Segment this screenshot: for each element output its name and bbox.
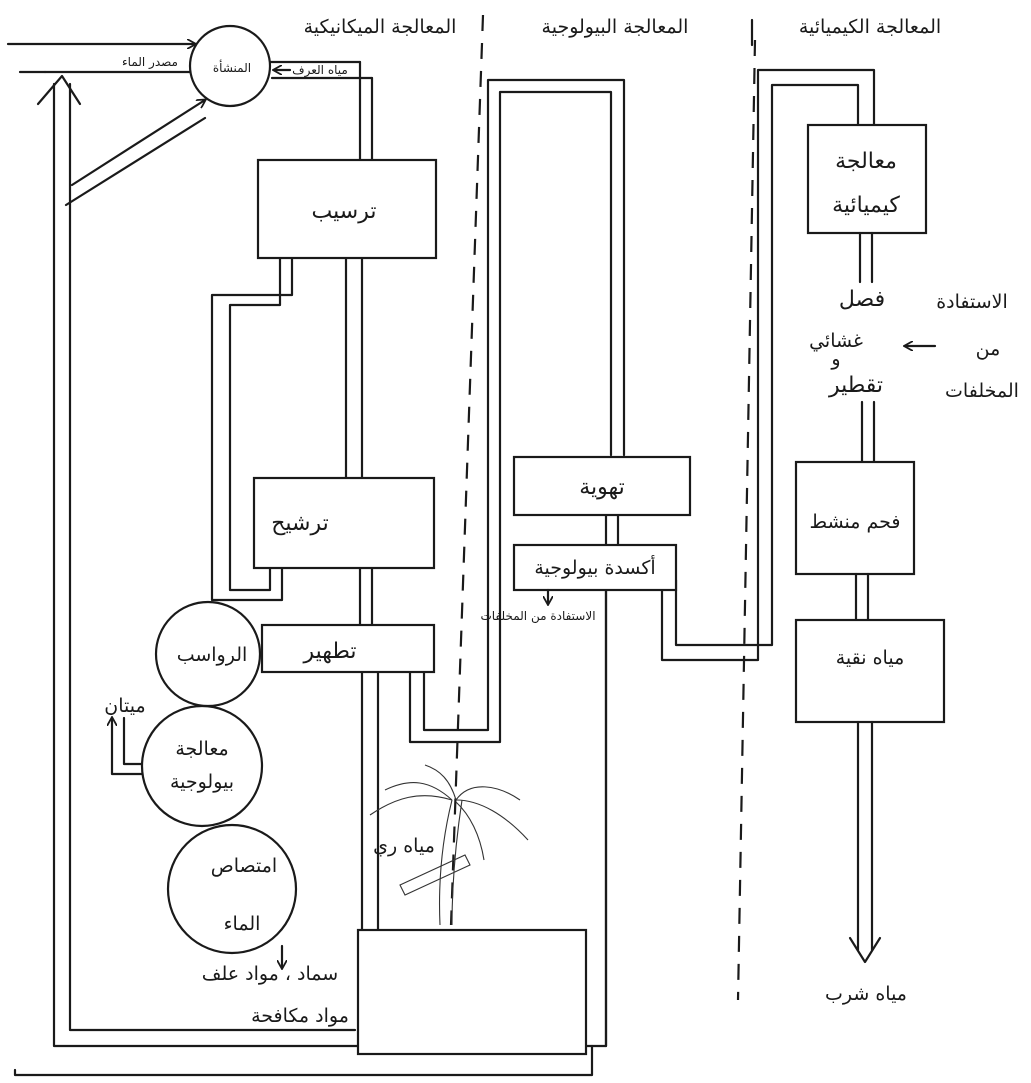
storage-box — [358, 930, 586, 1054]
methane-arrow-inner — [124, 718, 142, 764]
recovery-label-3: المخلفات — [945, 380, 1019, 402]
recovery-label-1: الاستفادة — [936, 291, 1008, 313]
pipe-chem-to-membrane — [860, 233, 872, 282]
sedimentation-label: ترسيب — [312, 199, 377, 224]
pipe-disinfection-down — [362, 672, 378, 930]
return-diagonal-2 — [66, 118, 205, 205]
activated-carbon-label: فحم منشط — [810, 511, 901, 533]
pure-water-label: مياه نقية — [836, 647, 905, 669]
pipe-pure-to-drinking — [858, 722, 872, 950]
plant-label: المنشأة — [213, 59, 251, 75]
methane-label: ميتان — [104, 695, 145, 717]
disinfection-label: تطهير — [302, 639, 356, 664]
pipe-carbon-to-pure — [856, 574, 868, 620]
chemical-treatment-label-2: كيميائية — [832, 193, 900, 218]
absorption-label-2: الماء — [224, 913, 261, 935]
header-biological-treatment: المعالجة البيولوجية — [542, 16, 689, 38]
bio-treatment-label-1: معالجة — [175, 738, 228, 760]
divider-mechanical-biological — [451, 15, 483, 925]
pipe-sedimentation-to-filtration — [346, 258, 362, 478]
drinking-water-label: مياه شرب — [825, 983, 907, 1005]
sediments-label: الرواسب — [177, 644, 248, 666]
pipe-aeration-to-oxidation — [606, 515, 618, 545]
bio-treatment-circle — [142, 706, 262, 826]
products-label-2: مواد مكافحة — [251, 1005, 349, 1027]
chemical-treatment-label-1: معالجة — [835, 149, 897, 174]
pipe-filtration-to-disinfection — [360, 568, 372, 625]
bio-treatment-label-2: بيولوجية — [170, 771, 234, 793]
outer-loop-arrowhead — [38, 76, 80, 104]
recovery-label-2: من — [976, 338, 1001, 360]
membrane-label-4: تقطير — [828, 373, 883, 398]
water-source-label: مصدر الماء — [122, 55, 178, 70]
pipe-membrane-to-carbon — [862, 402, 874, 462]
methane-arrow — [112, 718, 142, 774]
membrane-label-1: فصل — [839, 287, 885, 312]
waste-recovery-label-bio: الاستفادة من المخلفات — [480, 609, 595, 624]
header-chemical-treatment: المعالجة الكيميائية — [799, 16, 941, 38]
products-label-1: سماد ، مواد علف — [202, 963, 338, 985]
sewage-water-label: مياه العرف — [292, 63, 348, 78]
filtration-label: ترشيح — [271, 511, 329, 536]
irrigation-water-label: مياه ري — [373, 835, 435, 857]
divider-biological-chemical — [738, 40, 755, 1000]
absorption-label-1: امتصاص — [211, 855, 277, 877]
bio-oxidation-label: أكسدة بيولوجية — [534, 555, 655, 579]
drinking-arrowhead — [850, 938, 880, 962]
header-mechanical-treatment: المعالجة الميكانيكية — [304, 16, 457, 38]
return-diagonal-1 — [72, 100, 205, 185]
pipe-disinfection-to-bio — [410, 80, 624, 742]
pipe-plant-to-sedimentation — [360, 62, 372, 160]
pure-water-box — [796, 620, 944, 722]
aeration-label: تهوية — [579, 475, 625, 500]
membrane-label-3: و — [830, 348, 840, 370]
